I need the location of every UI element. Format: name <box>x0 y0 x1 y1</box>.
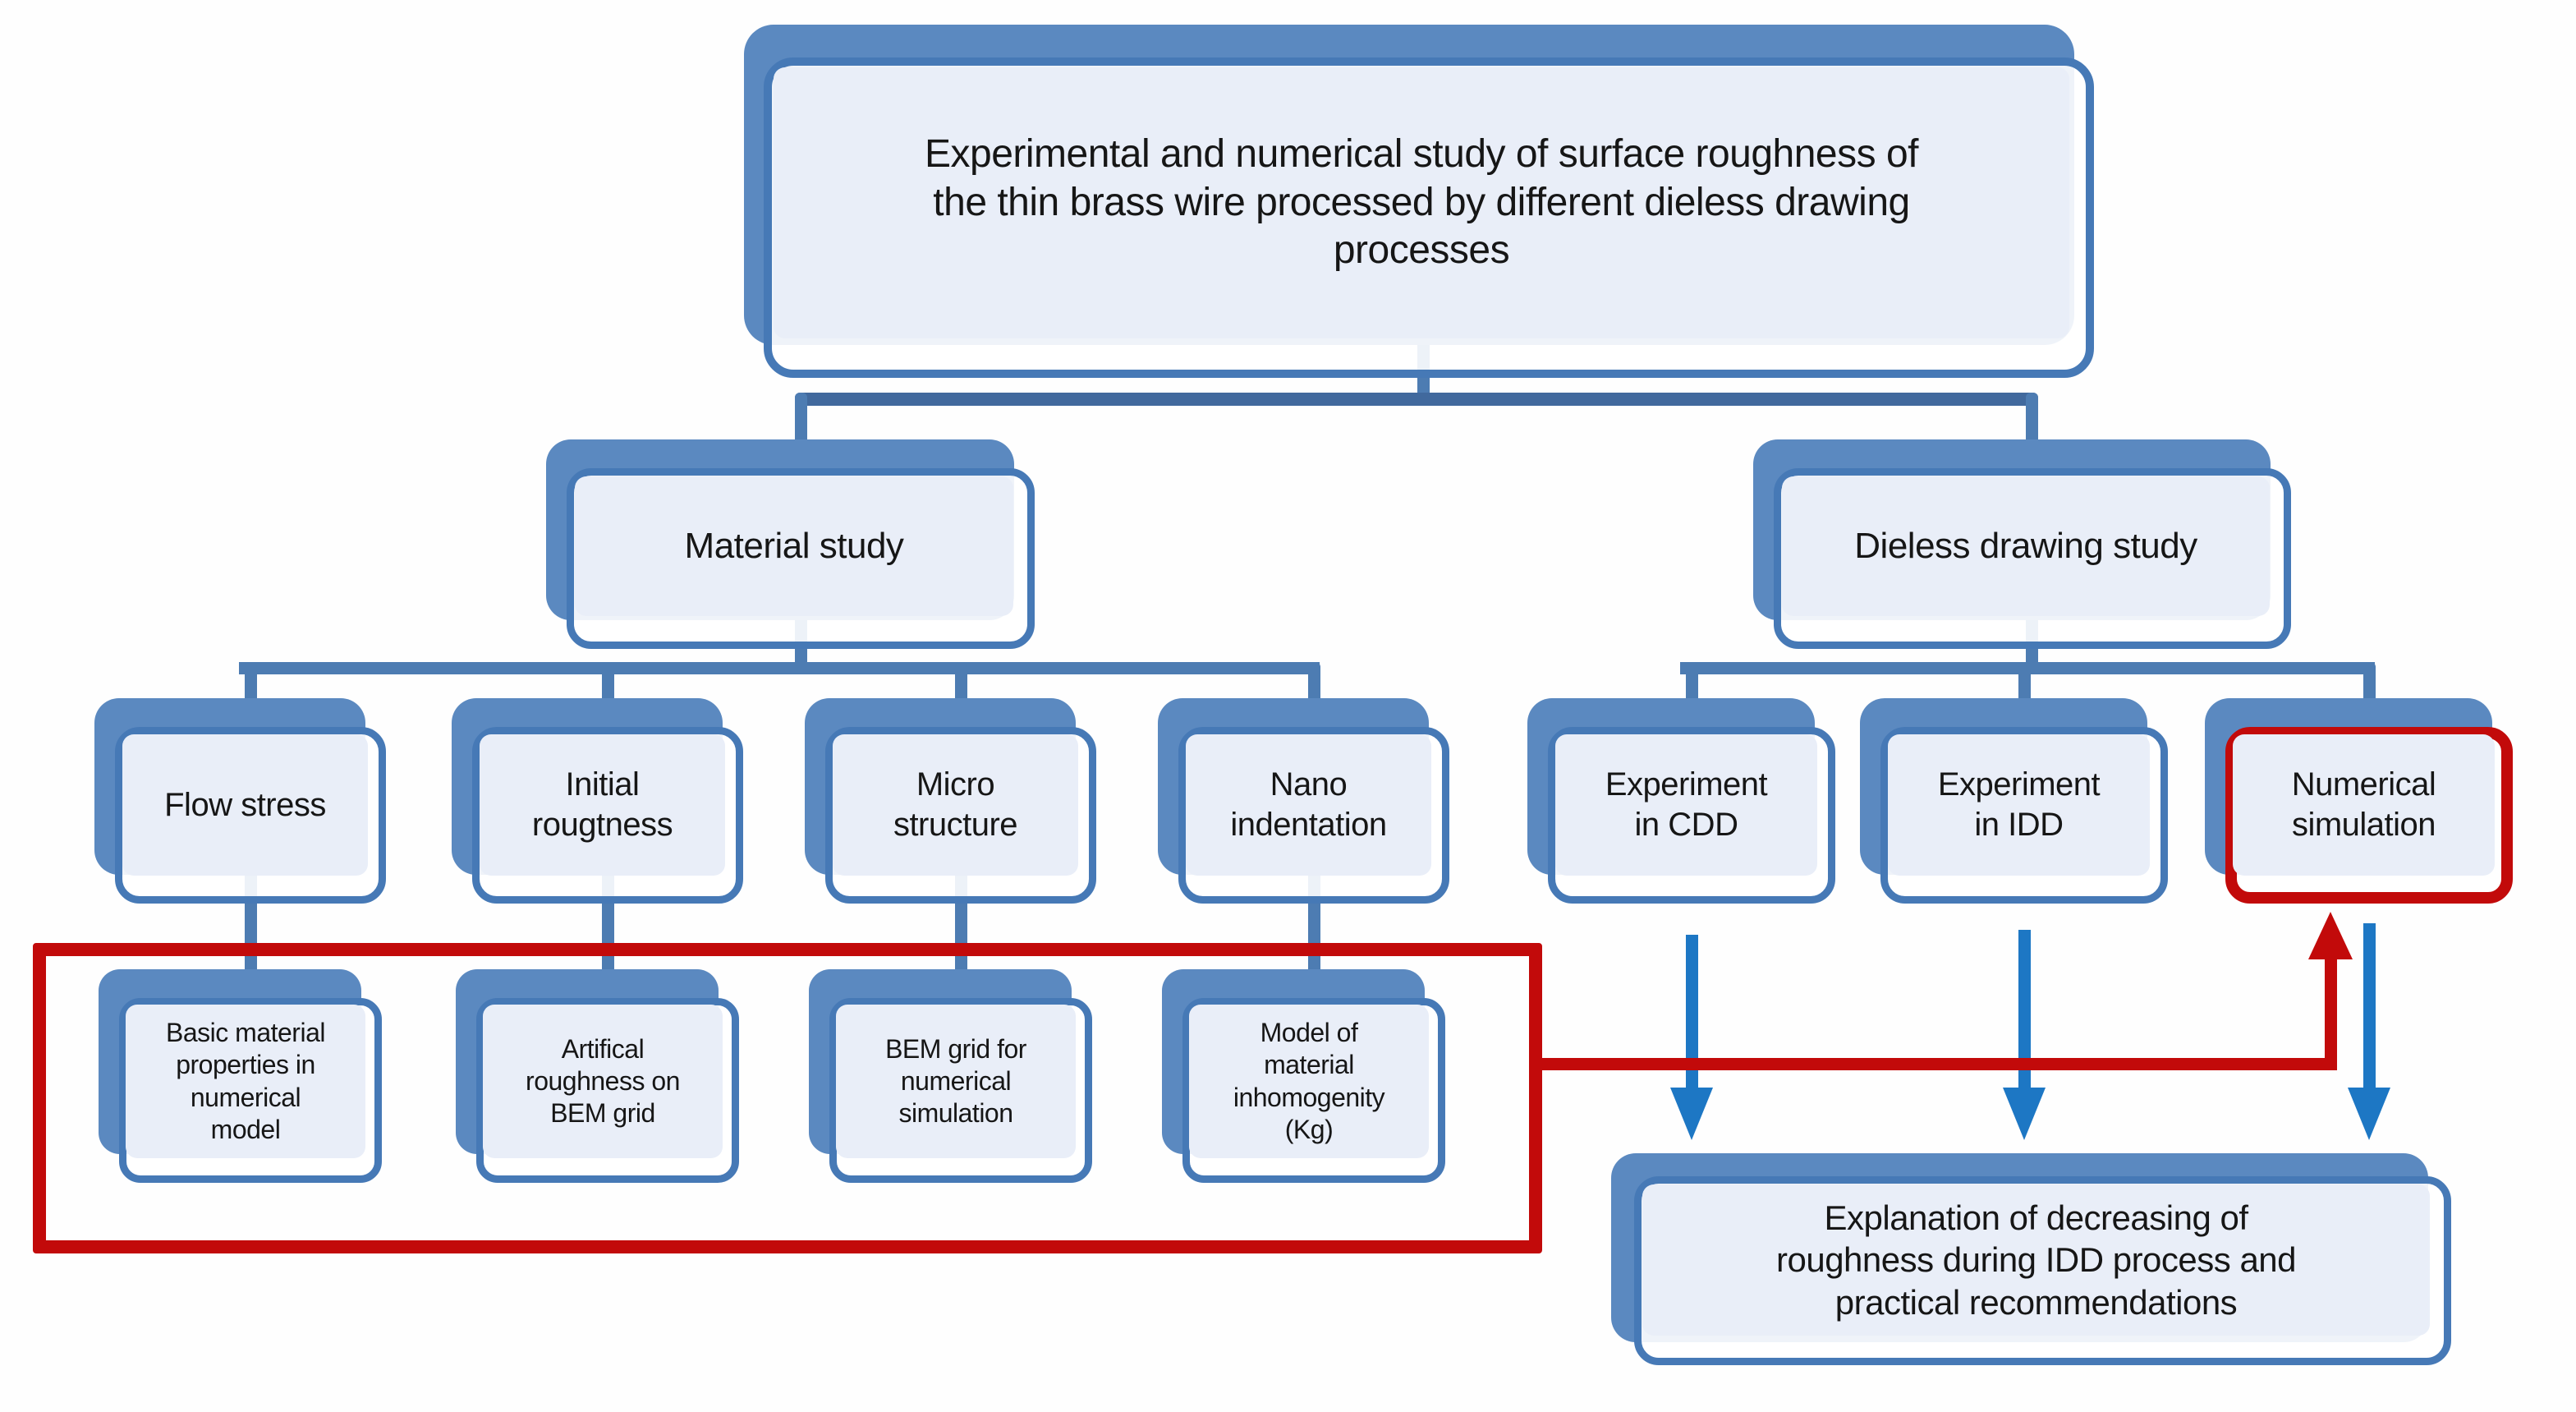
node-panel <box>1189 1005 1429 1158</box>
node-panel <box>126 1005 365 1158</box>
node-inhomogeneity-model: Model of material inhomogenity (Kg) <box>1162 969 1445 1183</box>
node-label: Explanation of decreasing of roughness d… <box>1775 1198 2297 1322</box>
node-panel <box>122 734 368 876</box>
node-bem-grid: BEM grid for numerical simulation <box>809 969 1092 1183</box>
node-label: Experimental and numerical study of surf… <box>925 132 1919 273</box>
red-arrow-head <box>2308 912 2353 959</box>
node-micro-structure: Micro structure <box>805 698 1096 904</box>
node-root: Experimental and numerical study of surf… <box>744 25 2094 378</box>
connector-dieless-top-stub <box>2026 393 2038 445</box>
node-label: Artifical roughness on BEM grid <box>526 1033 680 1129</box>
node-label: Flow stress <box>164 786 326 823</box>
node-numerical-simulation: Numerical simulation <box>2205 698 2513 904</box>
node-panel <box>575 476 1013 616</box>
node-panel <box>774 67 2069 338</box>
node-dieless-drawing-study: Dieless drawing study <box>1753 439 2291 649</box>
connector-nano-indentation-stub <box>1308 662 1320 708</box>
arrow-idd-to-explanation-shaft <box>2018 930 2031 1092</box>
node-nano-indentation: Nano indentation <box>1158 698 1449 904</box>
node-label: Nano indentation <box>1230 766 1387 843</box>
node-label: Experiment in CDD <box>1605 766 1768 843</box>
connector-material-children-bar <box>239 662 1320 674</box>
red-connector-vertical <box>2325 958 2337 1070</box>
arrow-simulation-to-explanation-shaft <box>2363 923 2376 1092</box>
arrow-cdd-to-explanation-head <box>1670 1088 1713 1140</box>
node-panel <box>1642 1184 2430 1336</box>
arrow-simulation-to-explanation-head <box>2348 1088 2390 1140</box>
node-basic-material-properties: Basic material properties in numerical m… <box>99 969 382 1183</box>
arrow-idd-to-explanation-head <box>2003 1088 2046 1140</box>
node-experiment-in-cdd: Experiment in CDD <box>1527 698 1835 904</box>
connector-numerical-simulation-stub <box>2363 662 2376 708</box>
node-initial-roughness: Initial rougtness <box>452 698 743 904</box>
node-panel <box>833 734 1078 876</box>
node-panel <box>836 1005 1076 1158</box>
node-label: Material study <box>684 526 904 567</box>
node-label: Dieless drawing study <box>1854 526 2197 567</box>
node-panel <box>1186 734 1431 876</box>
node-label: Micro structure <box>893 766 1018 843</box>
node-panel <box>1555 734 1817 876</box>
node-material-study: Material study <box>546 439 1035 649</box>
connector-flow-stress-stub <box>245 662 257 708</box>
node-panel <box>1782 476 2270 616</box>
node-label: Numerical simulation <box>2291 766 2436 843</box>
connector-material-top-stub <box>795 393 807 445</box>
node-panel <box>480 734 725 876</box>
node-panel <box>1888 734 2150 876</box>
node-label: Basic material properties in numerical m… <box>166 1018 325 1144</box>
red-connector-horizontal <box>1529 1058 2337 1070</box>
connector-level1-bar <box>795 393 2038 406</box>
node-label: Experiment in IDD <box>1937 766 2101 843</box>
connector-initial-roughness-stub <box>602 662 614 708</box>
node-panel <box>483 1005 723 1158</box>
connector-micro-structure-stub <box>955 662 967 708</box>
connector-exp-idd-stub <box>2018 662 2031 708</box>
node-label: Model of material inhomogenity (Kg) <box>1233 1018 1385 1144</box>
node-explanation: Explanation of decreasing of roughness d… <box>1611 1153 2451 1365</box>
node-label: BEM grid for numerical simulation <box>885 1033 1026 1129</box>
node-experiment-in-idd: Experiment in IDD <box>1860 698 2168 904</box>
arrow-cdd-to-explanation-shaft <box>1686 935 1698 1092</box>
node-panel <box>2233 734 2495 876</box>
node-label: Initial rougtness <box>531 766 673 843</box>
node-artificial-roughness: Artifical roughness on BEM grid <box>456 969 739 1183</box>
connector-exp-cdd-stub <box>1686 662 1698 708</box>
node-flow-stress: Flow stress <box>94 698 386 904</box>
red-highlight-rectangle <box>33 943 1542 1253</box>
